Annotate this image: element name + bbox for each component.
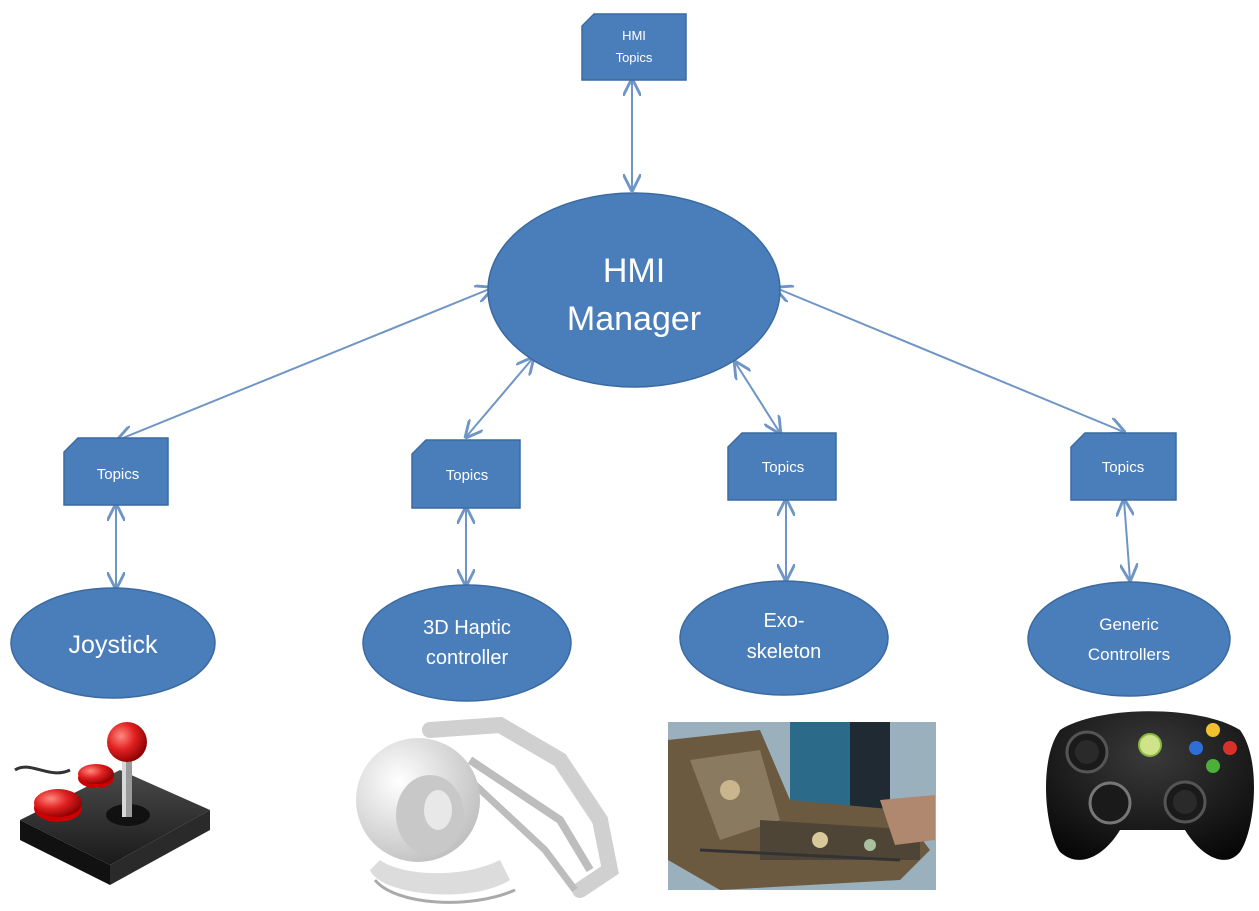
hmi-topics-node: HMI Topics bbox=[581, 13, 687, 81]
topics-node-4: Topics bbox=[1070, 432, 1177, 501]
haptic-label-line2: controller bbox=[426, 647, 509, 669]
joystick-node: Joystick bbox=[10, 587, 216, 699]
edge-manager-topics-3 bbox=[735, 362, 780, 433]
gamepad-illustration bbox=[1046, 711, 1254, 860]
joystick-illustration bbox=[14, 722, 210, 885]
connections bbox=[116, 80, 1130, 588]
exoskeleton-label-line1: Exo- bbox=[763, 610, 804, 632]
edge-manager-topics-4 bbox=[776, 288, 1124, 432]
joystick-label: Joystick bbox=[69, 631, 158, 659]
edge-manager-topics-2 bbox=[466, 358, 533, 437]
topics-node-3: Topics bbox=[727, 432, 837, 501]
hmi-topics-line1: HMI bbox=[622, 28, 646, 43]
topics-node-2: Topics bbox=[411, 439, 521, 509]
topics-node-1: Topics bbox=[63, 437, 169, 506]
hmi-manager-node: HMI Manager bbox=[487, 192, 781, 388]
hmi-manager-line1: HMI bbox=[603, 252, 665, 290]
topics-label-1: Topics bbox=[97, 466, 140, 483]
hmi-topics-line2: Topics bbox=[616, 50, 653, 65]
exoskeleton-node: Exo- skeleton bbox=[679, 580, 889, 696]
exoskeleton-photo bbox=[668, 722, 936, 890]
generic-label-line1: Generic bbox=[1099, 615, 1159, 634]
haptic-device-illustration bbox=[356, 716, 619, 904]
generic-controllers-node: Generic Controllers bbox=[1027, 581, 1231, 697]
topics-label-2: Topics bbox=[446, 467, 489, 484]
edge-topics-generic bbox=[1124, 500, 1130, 580]
topics-label-4: Topics bbox=[1102, 459, 1145, 476]
hmi-manager-line2: Manager bbox=[567, 300, 701, 338]
topics-label-3: Topics bbox=[762, 459, 805, 476]
generic-label-line2: Controllers bbox=[1088, 645, 1170, 664]
edge-manager-topics-1 bbox=[118, 288, 492, 440]
haptic-controller-node: 3D Haptic controller bbox=[362, 584, 572, 702]
exoskeleton-label-line2: skeleton bbox=[747, 641, 822, 663]
haptic-label-line1: 3D Haptic bbox=[423, 617, 511, 639]
